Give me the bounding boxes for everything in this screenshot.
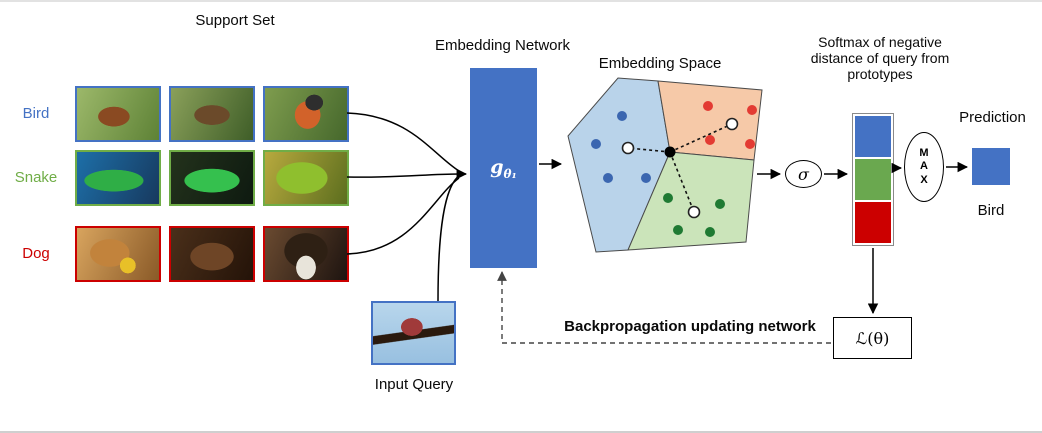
embedding-space-figure xyxy=(567,77,763,253)
support-point-snake xyxy=(663,193,673,203)
support-row-bird xyxy=(75,86,349,142)
prediction-box xyxy=(972,148,1010,185)
max-node: M A X xyxy=(904,132,944,202)
support-image-bird-1 xyxy=(75,86,161,142)
support-row-snake xyxy=(75,150,349,206)
arrow-query-to-network xyxy=(437,174,461,302)
embedding-space-title: Embedding Space xyxy=(598,55,722,72)
support-row-label-dog: Dog xyxy=(22,245,50,262)
support-point-dog xyxy=(745,139,755,149)
support-image-snake-2 xyxy=(169,150,255,206)
embedding-symbol-base: g xyxy=(490,155,504,178)
support-image-dog-3 xyxy=(263,226,349,282)
support-image-bird-2 xyxy=(169,86,255,142)
sigma-node: σ xyxy=(785,160,822,188)
support-point-dog xyxy=(703,101,713,111)
embedding-network-symbol: gθ₁ xyxy=(490,156,517,181)
prototype-point-dog xyxy=(725,117,739,131)
embedding-symbol-subscript: θ₁ xyxy=(503,166,517,181)
support-point-snake xyxy=(705,227,715,237)
arrow-support-snake-to-network xyxy=(346,173,461,178)
arrow-support-bird-to-network xyxy=(346,112,460,172)
support-image-dog-1 xyxy=(75,226,161,282)
support-row-dog xyxy=(75,226,349,282)
support-image-bird-3 xyxy=(263,86,349,142)
support-row-label-snake: Snake xyxy=(14,169,58,186)
embedding-network-title: Embedding Network xyxy=(434,37,571,54)
distance-line-snake xyxy=(669,151,695,213)
embedding-region-snake xyxy=(627,151,755,251)
distance-bars xyxy=(852,113,894,246)
loss-box: ℒ(θ) xyxy=(833,317,912,359)
support-image-snake-3 xyxy=(263,150,349,206)
query-point xyxy=(664,146,676,158)
support-point-dog xyxy=(747,105,757,115)
prototype-point-snake xyxy=(687,205,701,219)
support-row-label-bird: Bird xyxy=(22,105,50,122)
distance-line-dog xyxy=(669,123,733,153)
support-image-dog-2 xyxy=(169,226,255,282)
support-point-bird xyxy=(617,111,627,121)
support-image-snake-1 xyxy=(75,150,161,206)
distance-bar-dog xyxy=(855,202,891,243)
backprop-label: Backpropagation updating network xyxy=(564,318,816,335)
support-point-snake xyxy=(715,199,725,209)
distance-line-bird xyxy=(627,147,671,153)
embedding-network-block: gθ₁ xyxy=(470,68,537,268)
softmax-label: Softmax of negative distance of query fr… xyxy=(810,34,950,83)
input-query-label: Input Query xyxy=(374,376,454,393)
distance-bar-snake xyxy=(855,159,891,200)
distance-bar-bird xyxy=(855,116,891,157)
support-point-bird xyxy=(641,173,651,183)
arrow-support-dog-to-network xyxy=(346,177,460,255)
support-point-dog xyxy=(705,135,715,145)
input-query-image xyxy=(371,301,456,365)
support-point-bird xyxy=(591,139,601,149)
prediction-title: Prediction xyxy=(959,109,1026,126)
support-set-title: Support Set xyxy=(195,12,275,29)
support-point-snake xyxy=(673,225,683,235)
prototype-point-bird xyxy=(621,141,635,155)
support-point-bird xyxy=(603,173,613,183)
prediction-value: Bird xyxy=(977,202,1005,219)
